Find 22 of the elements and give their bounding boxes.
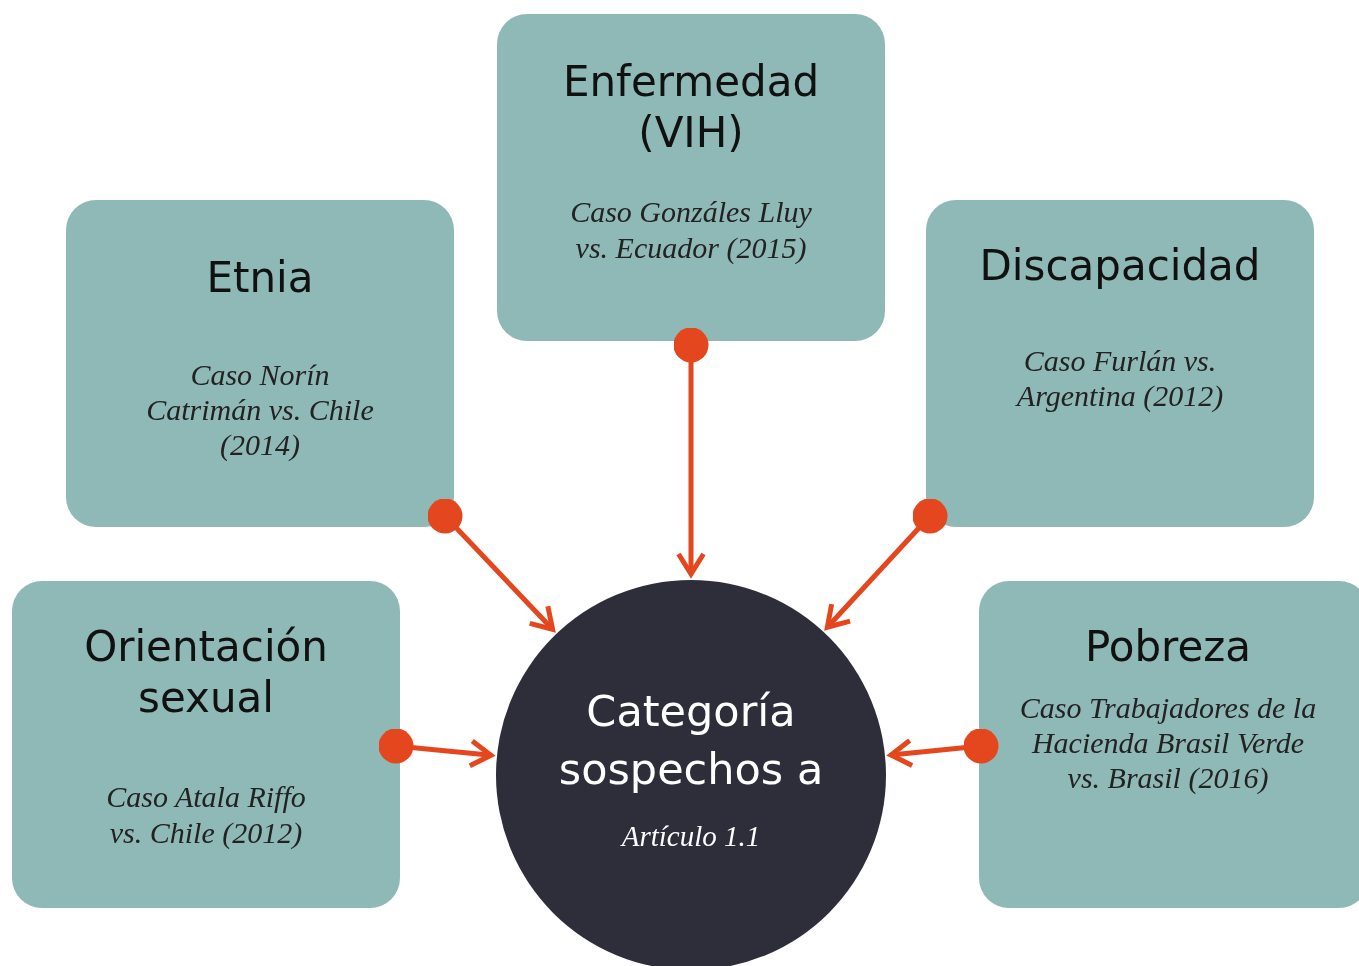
case-citation: Caso Norín Catrimán vs. Chile (2014)	[145, 357, 375, 463]
category-box	[12, 581, 400, 908]
case-citation: Caso Atala Riffo vs. Chile (2012)	[105, 779, 307, 850]
category-heading: Orientación sexual	[83, 621, 329, 724]
article-reference: Artículo 1.1	[621, 820, 761, 854]
category-box	[926, 200, 1314, 527]
category-box	[497, 14, 885, 341]
case-citation: Caso Gonzáles Lluy vs. Ecuador (2015)	[569, 194, 813, 265]
category-heading: Pobreza	[1084, 621, 1252, 673]
arrow	[378, 728, 494, 769]
arrow	[673, 327, 709, 577]
category-box	[979, 581, 1359, 908]
arrow	[888, 728, 999, 768]
category-heading: Enfermedad (VIH)	[561, 56, 821, 159]
case-citation: Caso Trabajadores de la Hacienda Brasil Verde vs. Brasil (2016)	[1018, 690, 1318, 796]
arrow	[824, 498, 948, 630]
category-box	[66, 200, 454, 527]
case-citation: Caso Furlán vs. Argentina (2012)	[1014, 343, 1225, 414]
arrow	[427, 498, 556, 632]
category-heading: Discapacidad	[979, 240, 1261, 292]
category-heading: Etnia	[206, 252, 314, 304]
category-heading: Categoría sospechos a	[557, 685, 825, 797]
